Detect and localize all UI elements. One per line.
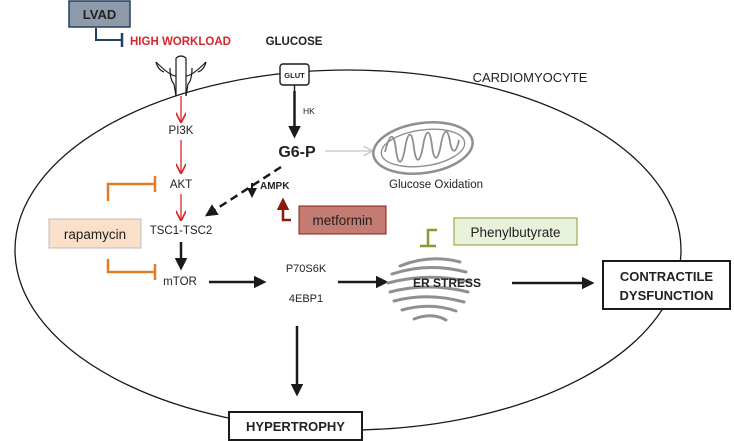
contractile-label-line2: DYSFUNCTION bbox=[620, 288, 714, 303]
glucose-label: GLUCOSE bbox=[266, 36, 323, 48]
high-workload-label: HIGH WORKLOAD bbox=[130, 36, 231, 48]
metformin-to-ampk-arrow bbox=[276, 197, 291, 222]
metformin-label: metformin bbox=[312, 213, 372, 228]
4ebp1-label: 4EBP1 bbox=[289, 293, 323, 305]
p70s6k-label: P70S6K bbox=[286, 263, 327, 275]
pi3k-label: PI3K bbox=[169, 125, 194, 137]
g6p-to-tsc-dashed-arrow bbox=[204, 165, 282, 217]
cardiomyocyte-label: CARDIOMYOCYTE bbox=[473, 70, 588, 85]
tsc-label: TSC1-TSC2 bbox=[150, 225, 213, 237]
lvad-label: LVAD bbox=[83, 7, 116, 22]
mitochondrion-icon bbox=[372, 121, 474, 175]
contractile-label-line1: CONTRACTILE bbox=[620, 269, 713, 284]
endoplasmic-reticulum-icon bbox=[386, 257, 472, 322]
g6p-label: G6-P bbox=[278, 144, 316, 161]
rapamycin-label: rapamycin bbox=[64, 227, 126, 242]
lvad-box bbox=[68, 0, 131, 28]
phenylbutyrate-inhibition-line bbox=[426, 228, 437, 246]
ampk-label: AMPK bbox=[260, 181, 290, 192]
rapamycin-mtor-inhibition-line bbox=[106, 259, 155, 274]
hk-label: HK bbox=[303, 106, 315, 116]
phenylbutyrate-box bbox=[453, 217, 578, 246]
glucose-oxidation-label: Glucose Oxidation bbox=[389, 179, 483, 191]
phenylbutyrate-label: Phenylbutyrate bbox=[470, 225, 560, 240]
hypertrophy-box bbox=[228, 411, 363, 441]
mtor-label: mTOR bbox=[163, 276, 197, 288]
glut-label: GLUT bbox=[284, 71, 305, 80]
receptor-icon bbox=[155, 55, 207, 97]
rapamycin-akt-inhibition-line bbox=[106, 182, 155, 201]
contractile-dysfunction-box bbox=[602, 260, 731, 310]
rapamycin-box bbox=[48, 218, 142, 249]
lvad-inhibition-line bbox=[95, 28, 122, 41]
akt-label: AKT bbox=[170, 179, 192, 191]
cardiomyocyte-cell-membrane bbox=[14, 69, 682, 431]
metformin-box bbox=[298, 205, 387, 235]
er-stress-label: ER STRESS bbox=[413, 276, 481, 290]
hypertrophy-label: HYPERTROPHY bbox=[246, 419, 345, 434]
